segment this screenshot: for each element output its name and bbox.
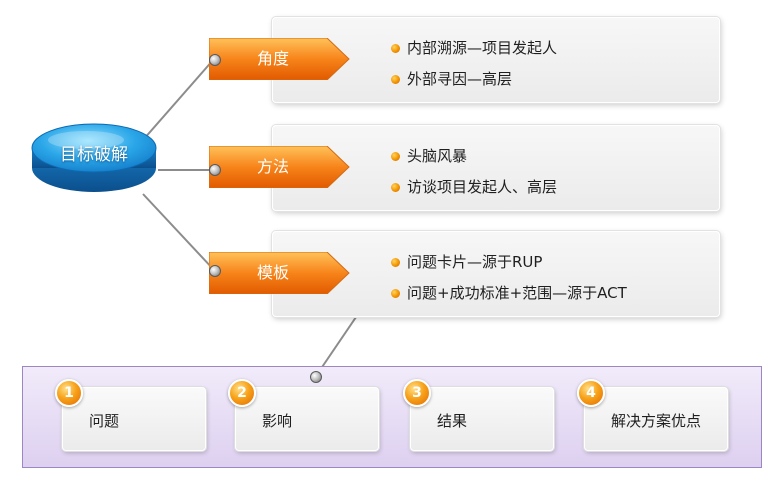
connector-knob [209,164,221,176]
list-item: 头脑风暴 [391,141,719,172]
branch-tag-method: 方法 [208,145,351,189]
step-number-badge: 1 [55,379,83,407]
list-item-text: 内部溯源—项目发起人 [407,39,558,57]
list-item-text: 访谈项目发起人、高层 [407,178,558,196]
step-number-badge: 2 [228,379,256,407]
list-item-text: 问题+成功标准+范围—源于ACT [407,284,627,302]
list-item: 外部寻因—高层 [391,64,719,95]
step-label: 影响 [262,412,293,430]
connector-knob [209,265,221,277]
branch-label: 角度 [256,49,289,68]
hub-disc-icon [31,123,157,192]
connector-hub-to-angle [142,58,215,141]
orange-arrow-icon [208,145,350,189]
branch-label: 模板 [256,263,289,282]
branch-label: 方法 [256,157,289,176]
central-node-label: 目标破解 [60,145,128,165]
branch-method-list: 头脑风暴 访谈项目发起人、高层 [273,126,719,203]
bullet-icon [391,75,400,84]
branch-angle-list: 内部溯源—项目发起人 外部寻因—高层 [273,18,719,95]
list-item: 问题卡片—源于RUP [391,247,719,278]
step-label: 结果 [437,412,468,430]
list-item: 问题+成功标准+范围—源于ACT [391,278,719,309]
template-step-impact: 2 影响 [228,379,379,451]
orange-arrow-icon [208,251,350,295]
template-step-problem: 1 问题 [55,379,206,451]
list-item-text: 头脑风暴 [407,147,468,165]
list-item-text: 外部寻因—高层 [407,70,513,88]
bullet-icon [391,183,400,192]
template-step-result: 3 结果 [403,379,554,451]
bullet-icon [391,44,400,53]
connector-knob [310,371,322,383]
central-node: 目标破解 [28,118,160,200]
connector-hub-to-template [142,193,215,271]
connector-knob [209,54,221,66]
branch-tag-template: 模板 [208,251,351,295]
template-step-solution-advantages: 4 解决方案优点 [577,379,728,451]
list-item-text: 问题卡片—源于RUP [407,253,543,271]
branch-tag-angle: 角度 [208,37,351,81]
step-label: 解决方案优点 [611,412,702,430]
list-item: 内部溯源—项目发起人 [391,33,719,64]
step-label: 问题 [89,412,120,430]
step-number-badge: 4 [577,379,605,407]
orange-arrow-icon [208,37,350,81]
list-item: 访谈项目发起人、高层 [391,172,719,203]
branch-template-list: 问题卡片—源于RUP 问题+成功标准+范围—源于ACT [273,232,719,309]
step-number-badge: 3 [403,379,431,407]
bullet-icon [391,289,400,298]
bullet-icon [391,152,400,161]
bullet-icon [391,258,400,267]
